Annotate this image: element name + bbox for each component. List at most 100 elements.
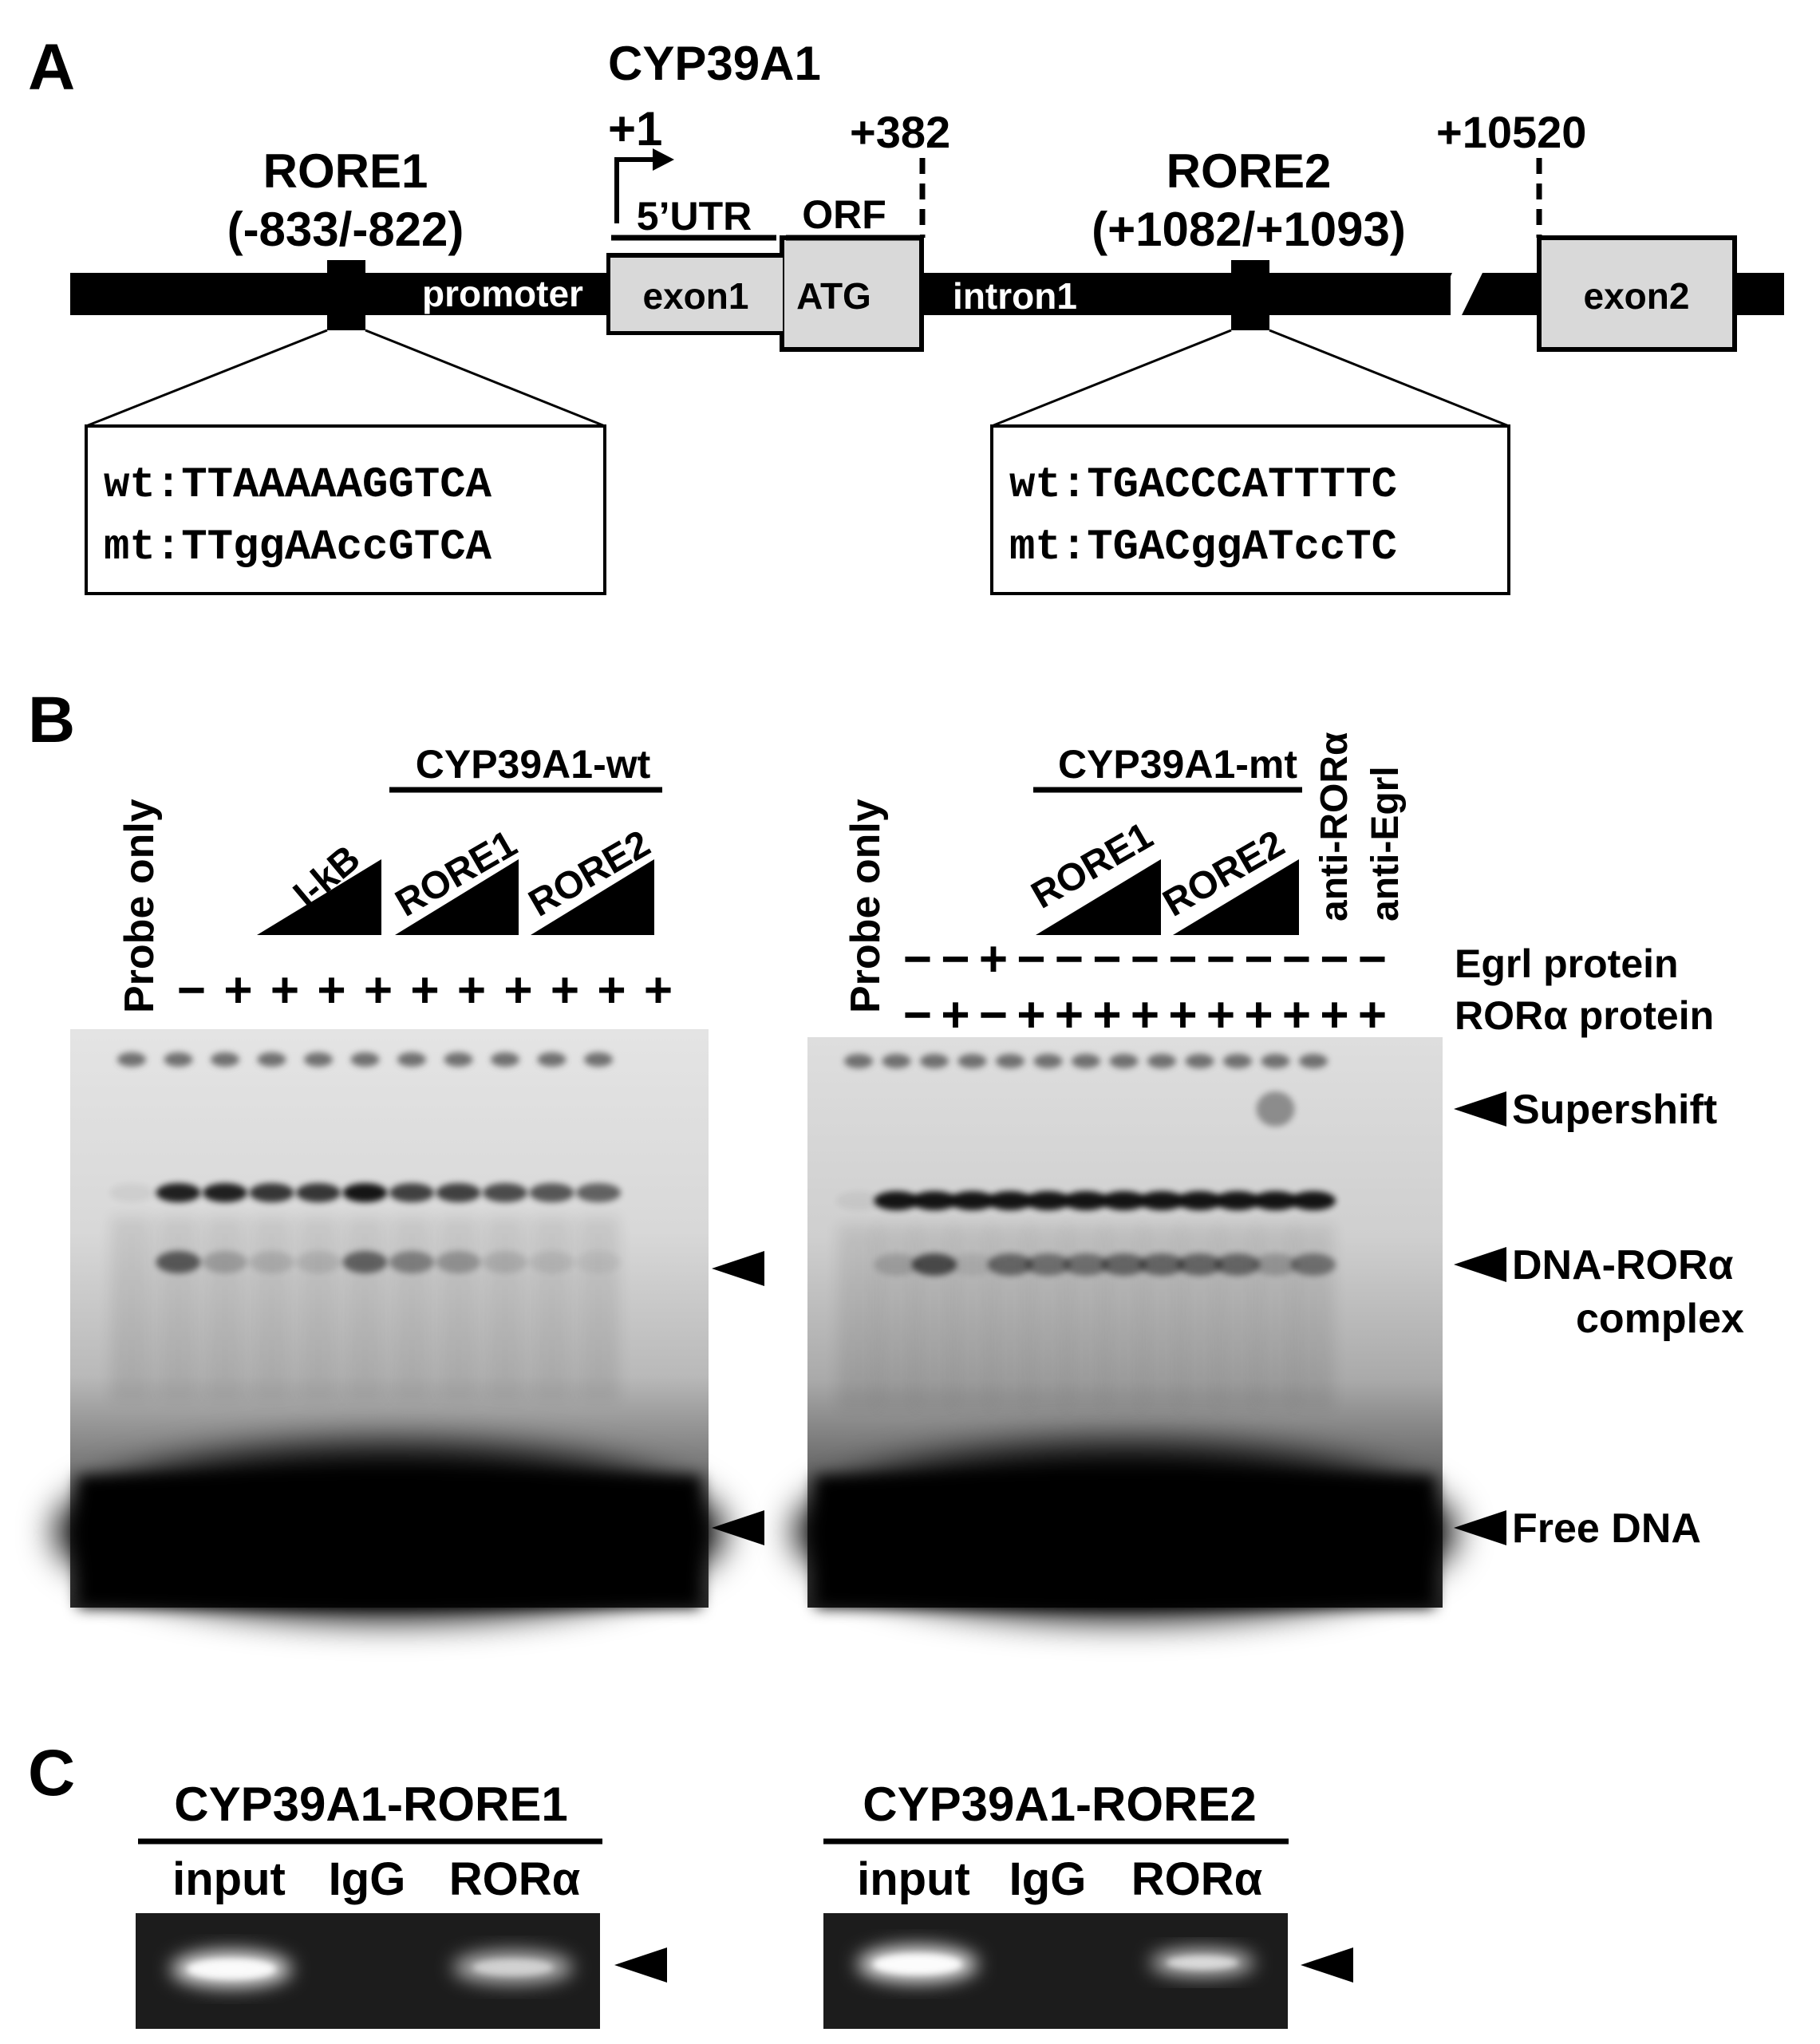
competitor-rore1-wt-wedge (395, 859, 519, 935)
chip-right-title: CYP39A1-RORE2 (863, 1778, 1257, 1831)
gel-smear (1217, 1225, 1258, 1408)
gel-band-upper (203, 1183, 247, 1202)
chip-left-arrow-icon (614, 1947, 667, 1983)
tss-label: +1 (608, 102, 662, 156)
complex-arrow-icon (1454, 1247, 1506, 1282)
gel-band-upper (436, 1183, 481, 1202)
lane-sign: − (1320, 932, 1348, 987)
lane-sign: − (1055, 932, 1084, 987)
gel-well (444, 1052, 473, 1067)
gel-smear (157, 1217, 199, 1400)
gel-well (996, 1054, 1024, 1068)
antibody-egrl-label: anti-Egrl (1364, 766, 1407, 921)
gel-well (1072, 1054, 1100, 1068)
lane-sign: + (941, 988, 969, 1043)
lane-sign: + (223, 963, 252, 1018)
wt-group-label: CYP39A1-wt (416, 742, 651, 787)
gel-band-upper (1291, 1191, 1336, 1210)
rore1-zoom-lines (85, 329, 606, 428)
chip-left-gel (136, 1913, 600, 2029)
panel-c-letter: C (28, 1737, 75, 1809)
complex-label-line2: complex (1576, 1296, 1744, 1342)
lane-sign: − (1131, 932, 1159, 987)
gel-smear (578, 1217, 619, 1400)
gel-band-upper (1025, 1191, 1071, 1210)
gel-smear (875, 1225, 918, 1408)
lane-sign: − (903, 988, 932, 1043)
gel-well (164, 1052, 193, 1067)
gel-smear (204, 1217, 246, 1400)
probe-only-label-right: Probe only (843, 799, 889, 1013)
gel-band-upper (949, 1191, 995, 1210)
competitor-rore2-wt-wedge (531, 859, 654, 935)
lane-sign: + (1017, 988, 1045, 1043)
lane-sign: + (1092, 988, 1121, 1043)
gel-band-upper (1253, 1191, 1298, 1210)
exon2-start-label: +10520 (1436, 107, 1586, 157)
gel-well (1033, 1054, 1063, 1068)
gel-band-upper (874, 1191, 919, 1210)
gel-smear (531, 1217, 573, 1400)
left-rora-sign-row: −++++++++++ (177, 963, 673, 1018)
lane-sign: + (644, 963, 673, 1018)
emsa-gel-right (794, 1037, 1456, 1620)
gel-band-upper (249, 1183, 294, 1202)
left-complex-arrow-icon (712, 1251, 764, 1286)
chip-right-gel (823, 1913, 1288, 2029)
utr-label: 5’UTR (637, 194, 752, 239)
gel-band-upper (529, 1183, 574, 1202)
gel-smear (1103, 1225, 1145, 1408)
lane-sign: + (457, 963, 486, 1018)
free-dna-label: Free DNA (1512, 1505, 1701, 1552)
gel-well (537, 1052, 567, 1067)
lane-sign: − (941, 932, 969, 987)
left-free-dna-arrow-icon (712, 1510, 764, 1545)
egrl-protein-label: Egrl protein (1455, 941, 1679, 986)
lane-sign: − (1244, 932, 1273, 987)
gel-smear (1027, 1225, 1069, 1408)
right-egrl-sign-row: −−+−−−−−−−−−− (903, 932, 1387, 987)
lane-sign: + (270, 963, 299, 1018)
competitor-ikb-wedge (257, 859, 381, 935)
rore2-sequence-box (990, 424, 1510, 595)
lane-sign: + (1244, 988, 1273, 1043)
exon2-label: exon2 (1584, 275, 1690, 317)
rore2-zoom-lines (991, 329, 1510, 428)
right-rora-sign-row: −+−++++++++++ (903, 988, 1387, 1043)
gel-well (1261, 1054, 1290, 1068)
gel-well (1147, 1054, 1176, 1068)
gel-band-upper (836, 1191, 881, 1210)
gel-band-upper (483, 1183, 527, 1202)
gel-well (397, 1052, 426, 1067)
gel-well (117, 1052, 146, 1067)
gel-smear (344, 1217, 386, 1400)
lane-sign: − (1168, 932, 1197, 987)
gel-band-upper (109, 1183, 154, 1202)
lane-sign: − (177, 963, 206, 1018)
lane-sign: + (1131, 988, 1159, 1043)
gel-band-upper (1139, 1191, 1184, 1210)
chip-left-title: CYP39A1-RORE1 (174, 1778, 568, 1831)
lane-sign: + (1358, 988, 1387, 1043)
gel-smear (1141, 1225, 1182, 1408)
promoter-label: promoter (422, 273, 583, 314)
lane-sign: + (979, 932, 1008, 987)
rore1-position: (-833/-822) (227, 203, 464, 256)
lane-sign: + (1055, 988, 1084, 1043)
gel-smear (989, 1225, 1031, 1408)
gel-smear (1065, 1225, 1107, 1408)
gel-band-upper (1101, 1191, 1147, 1210)
exon1-label: exon1 (643, 275, 749, 317)
gel-smear (251, 1217, 293, 1400)
gel-smear (437, 1217, 480, 1400)
lane-sign: + (1282, 988, 1311, 1043)
antibody-rora-label: anti-RORα (1313, 732, 1356, 921)
rore1-sequence-box (85, 424, 606, 595)
gel-well (584, 1052, 613, 1067)
gel-well (491, 1052, 519, 1067)
gel-smear (951, 1225, 993, 1408)
rore2-site (1231, 260, 1269, 330)
gel-well (882, 1054, 911, 1068)
gel-well (257, 1052, 286, 1067)
lane-sign: − (903, 932, 932, 987)
